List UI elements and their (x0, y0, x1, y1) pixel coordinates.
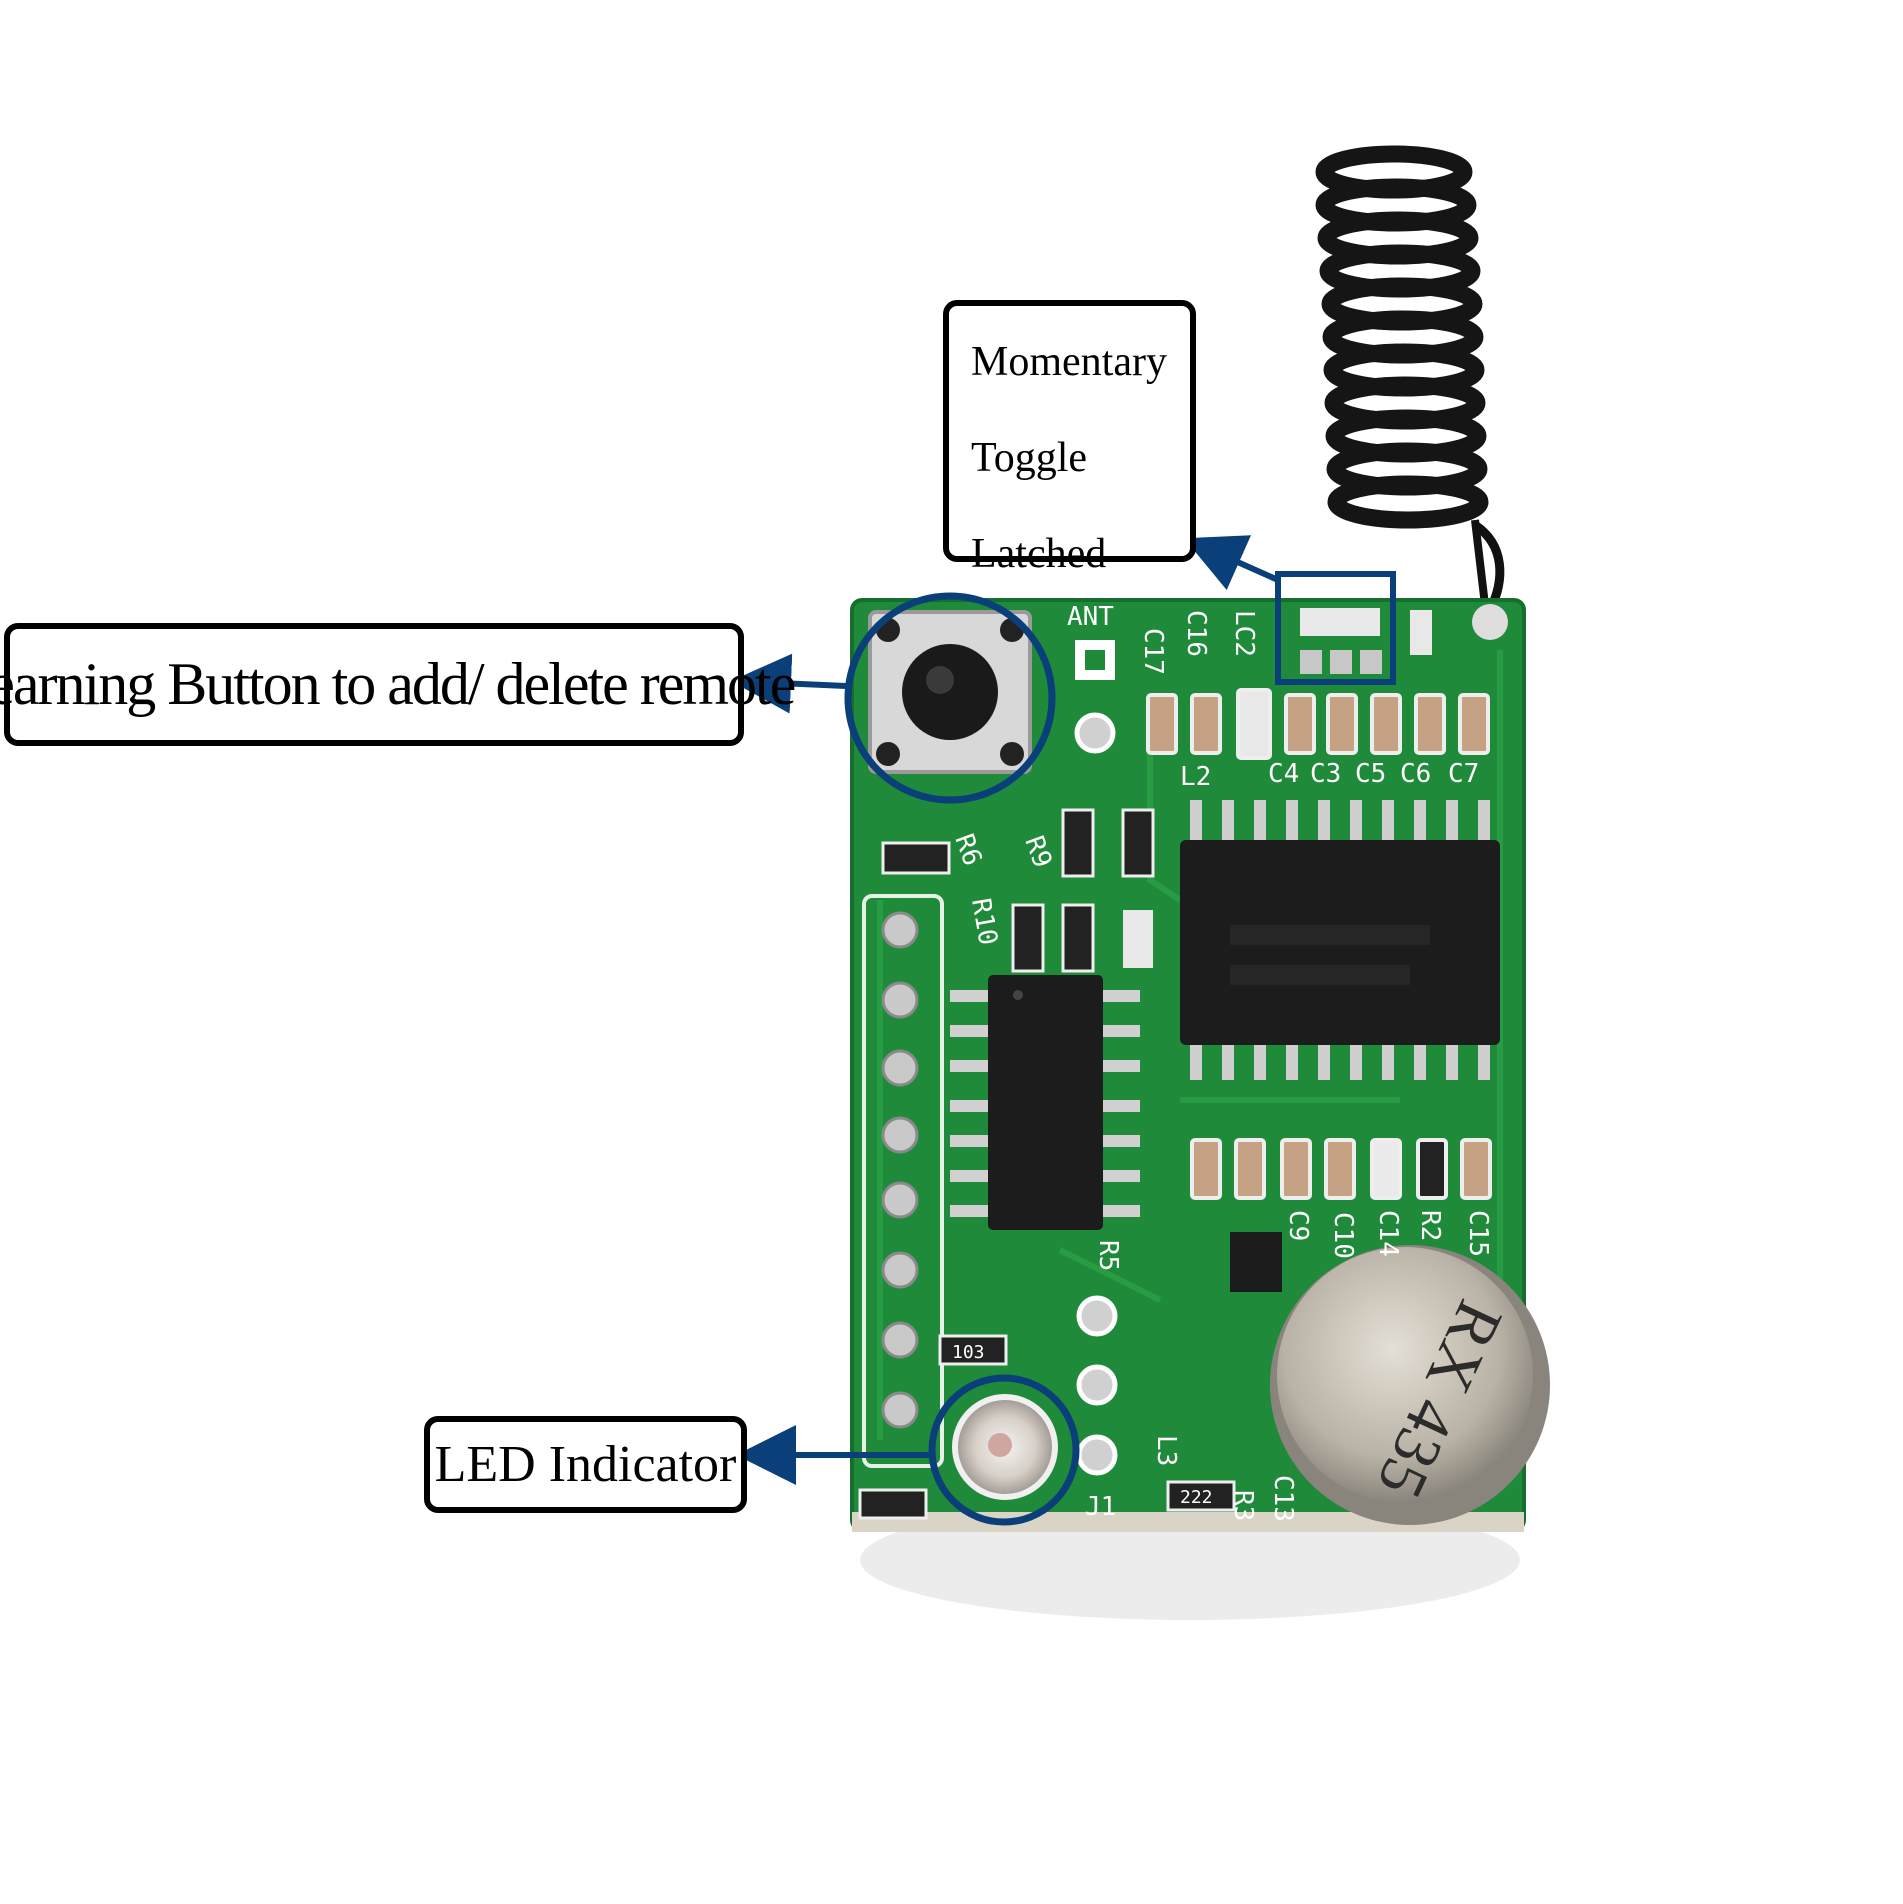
mode-jumper-pads (1275, 571, 1508, 685)
silk-r5: R5 (1093, 1240, 1123, 1271)
learning-button-highlight (844, 592, 1056, 804)
silk-c13: C13 (1268, 1475, 1298, 1522)
silk-c9: C9 (1283, 1210, 1313, 1241)
led-highlight (928, 1374, 1080, 1526)
led-indicator-label: LED Indicator (434, 1436, 737, 1493)
mode-toggle: Toggle (971, 435, 1088, 481)
silk-lc2: LC2 (1229, 610, 1259, 657)
learning-button-callout: Learning Button to add/ delete remote (0, 623, 796, 746)
silk-c10: C10 (1328, 1212, 1358, 1259)
arrow-learning (731, 653, 847, 714)
decoder-chip (1180, 800, 1500, 1080)
silk-l3: L3 (1151, 1435, 1181, 1466)
learning-button-label: Learning Button to add/ delete remote (0, 651, 796, 717)
silk-c17: C17 (1138, 628, 1168, 675)
learning-push-button[interactable] (868, 610, 1032, 774)
silk-r2: R2 (1415, 1210, 1445, 1241)
logic-chip (950, 975, 1140, 1230)
silk-r3: R3 (1228, 1490, 1258, 1521)
mode-callout: Momentary Toggle Latched (943, 300, 1196, 577)
silk-c16: C16 (1181, 610, 1211, 657)
resistor-code-222: 222 (1180, 1487, 1213, 1508)
resistor-array (858, 808, 1236, 1520)
silk-c6: C6 (1400, 759, 1431, 789)
capacitor-row-top (1146, 688, 1490, 760)
led-indicator-component (952, 1394, 1058, 1500)
mode-momentary: Momentary (971, 339, 1167, 385)
silk-c4: C4 (1268, 759, 1299, 789)
silk-c15: C15 (1463, 1210, 1493, 1257)
mode-latched: Latched (971, 531, 1107, 577)
silk-ant: ANT (1067, 602, 1114, 632)
receiver-module-can: RX 435 (1270, 1245, 1550, 1525)
silk-c7: C7 (1448, 759, 1479, 789)
silk-j1: J1 (1085, 1492, 1116, 1522)
antenna-coil (1315, 145, 1505, 613)
silk-c3: C3 (1310, 759, 1341, 789)
resistor-code-103: 103 (952, 1342, 985, 1363)
led-indicator-callout: LED Indicator (424, 1416, 747, 1513)
silk-l2: L2 (1180, 762, 1211, 792)
arrow-mode (1184, 535, 1280, 591)
silk-c14: C14 (1373, 1210, 1403, 1257)
silk-c5: C5 (1355, 759, 1386, 789)
header-pins (862, 894, 944, 1468)
